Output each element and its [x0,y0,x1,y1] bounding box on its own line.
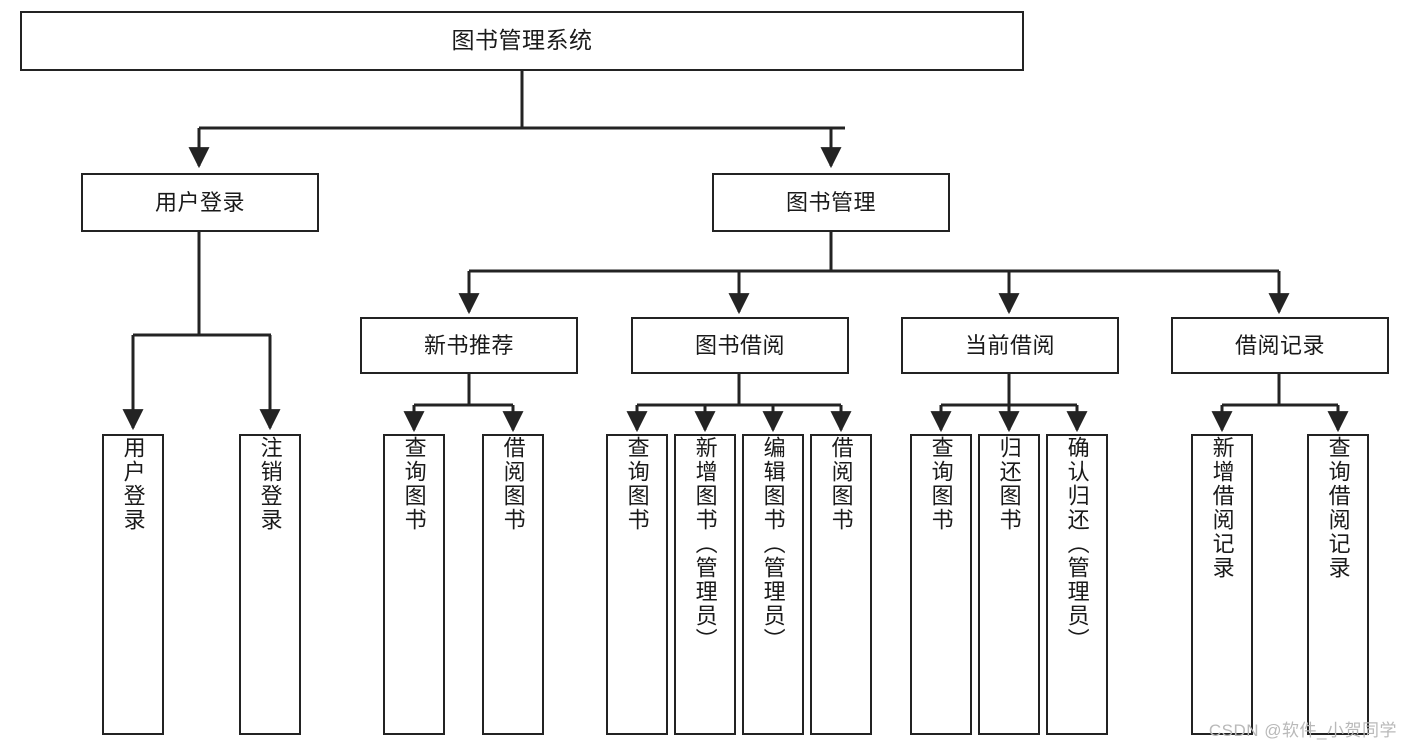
node-borrow-record[interactable]: 借阅记录 [1171,317,1389,374]
node-root-label: 图书管理系统 [451,27,593,54]
node-leaf-return-book[interactable]: 归还图书 [978,434,1040,735]
node-leaf-add-record[interactable]: 新增借阅记录 [1191,434,1253,735]
node-leaf-query-book-b-label: 查询图书 [624,436,650,532]
node-leaf-edit-book[interactable]: 编辑图书（管理员） [742,434,804,735]
node-leaf-query-record[interactable]: 查询借阅记录 [1307,434,1369,735]
node-borrow-record-label: 借阅记录 [1234,332,1325,358]
node-leaf-borrow-book-b-label: 借阅图书 [828,436,854,532]
csdn-watermark: CSDN @软件_小贺同学 [1208,721,1397,740]
node-leaf-query-book-c[interactable]: 查询图书 [910,434,972,735]
node-current-borrow-label: 当前借阅 [964,332,1055,358]
node-leaf-logout[interactable]: 注销登录 [239,434,301,735]
node-leaf-query-record-label: 查询借阅记录 [1325,436,1351,580]
node-current-borrow[interactable]: 当前借阅 [901,317,1119,374]
node-user-login-label: 用户登录 [154,189,245,215]
node-book-manage[interactable]: 图书管理 [712,173,950,232]
node-leaf-add-record-label: 新增借阅记录 [1209,436,1235,580]
node-leaf-confirm-return[interactable]: 确认归还（管理员） [1046,434,1108,735]
node-leaf-user-login-label: 用户登录 [120,436,146,532]
node-root[interactable]: 图书管理系统 [20,11,1024,71]
node-leaf-return-book-label: 归还图书 [996,436,1022,532]
node-leaf-borrow-book-b[interactable]: 借阅图书 [810,434,872,735]
node-leaf-user-login[interactable]: 用户登录 [102,434,164,735]
node-leaf-borrow-book-a[interactable]: 借阅图书 [482,434,544,735]
node-new-book-rec-label: 新书推荐 [423,332,514,358]
node-user-login[interactable]: 用户登录 [81,173,319,232]
node-leaf-add-book-label: 新增图书（管理员） [692,436,718,652]
node-leaf-logout-label: 注销登录 [257,436,283,532]
node-leaf-edit-book-label: 编辑图书（管理员） [760,436,786,652]
node-book-borrow[interactable]: 图书借阅 [631,317,849,374]
node-new-book-rec[interactable]: 新书推荐 [360,317,578,374]
node-leaf-query-book-a[interactable]: 查询图书 [383,434,445,735]
node-leaf-query-book-a-label: 查询图书 [401,436,427,532]
node-leaf-query-book-c-label: 查询图书 [928,436,954,532]
node-leaf-add-book[interactable]: 新增图书（管理员） [674,434,736,735]
node-leaf-borrow-book-a-label: 借阅图书 [500,436,526,532]
node-book-manage-label: 图书管理 [785,189,876,215]
node-leaf-confirm-return-label: 确认归还（管理员） [1064,436,1090,652]
node-book-borrow-label: 图书借阅 [694,332,785,358]
node-leaf-query-book-b[interactable]: 查询图书 [606,434,668,735]
